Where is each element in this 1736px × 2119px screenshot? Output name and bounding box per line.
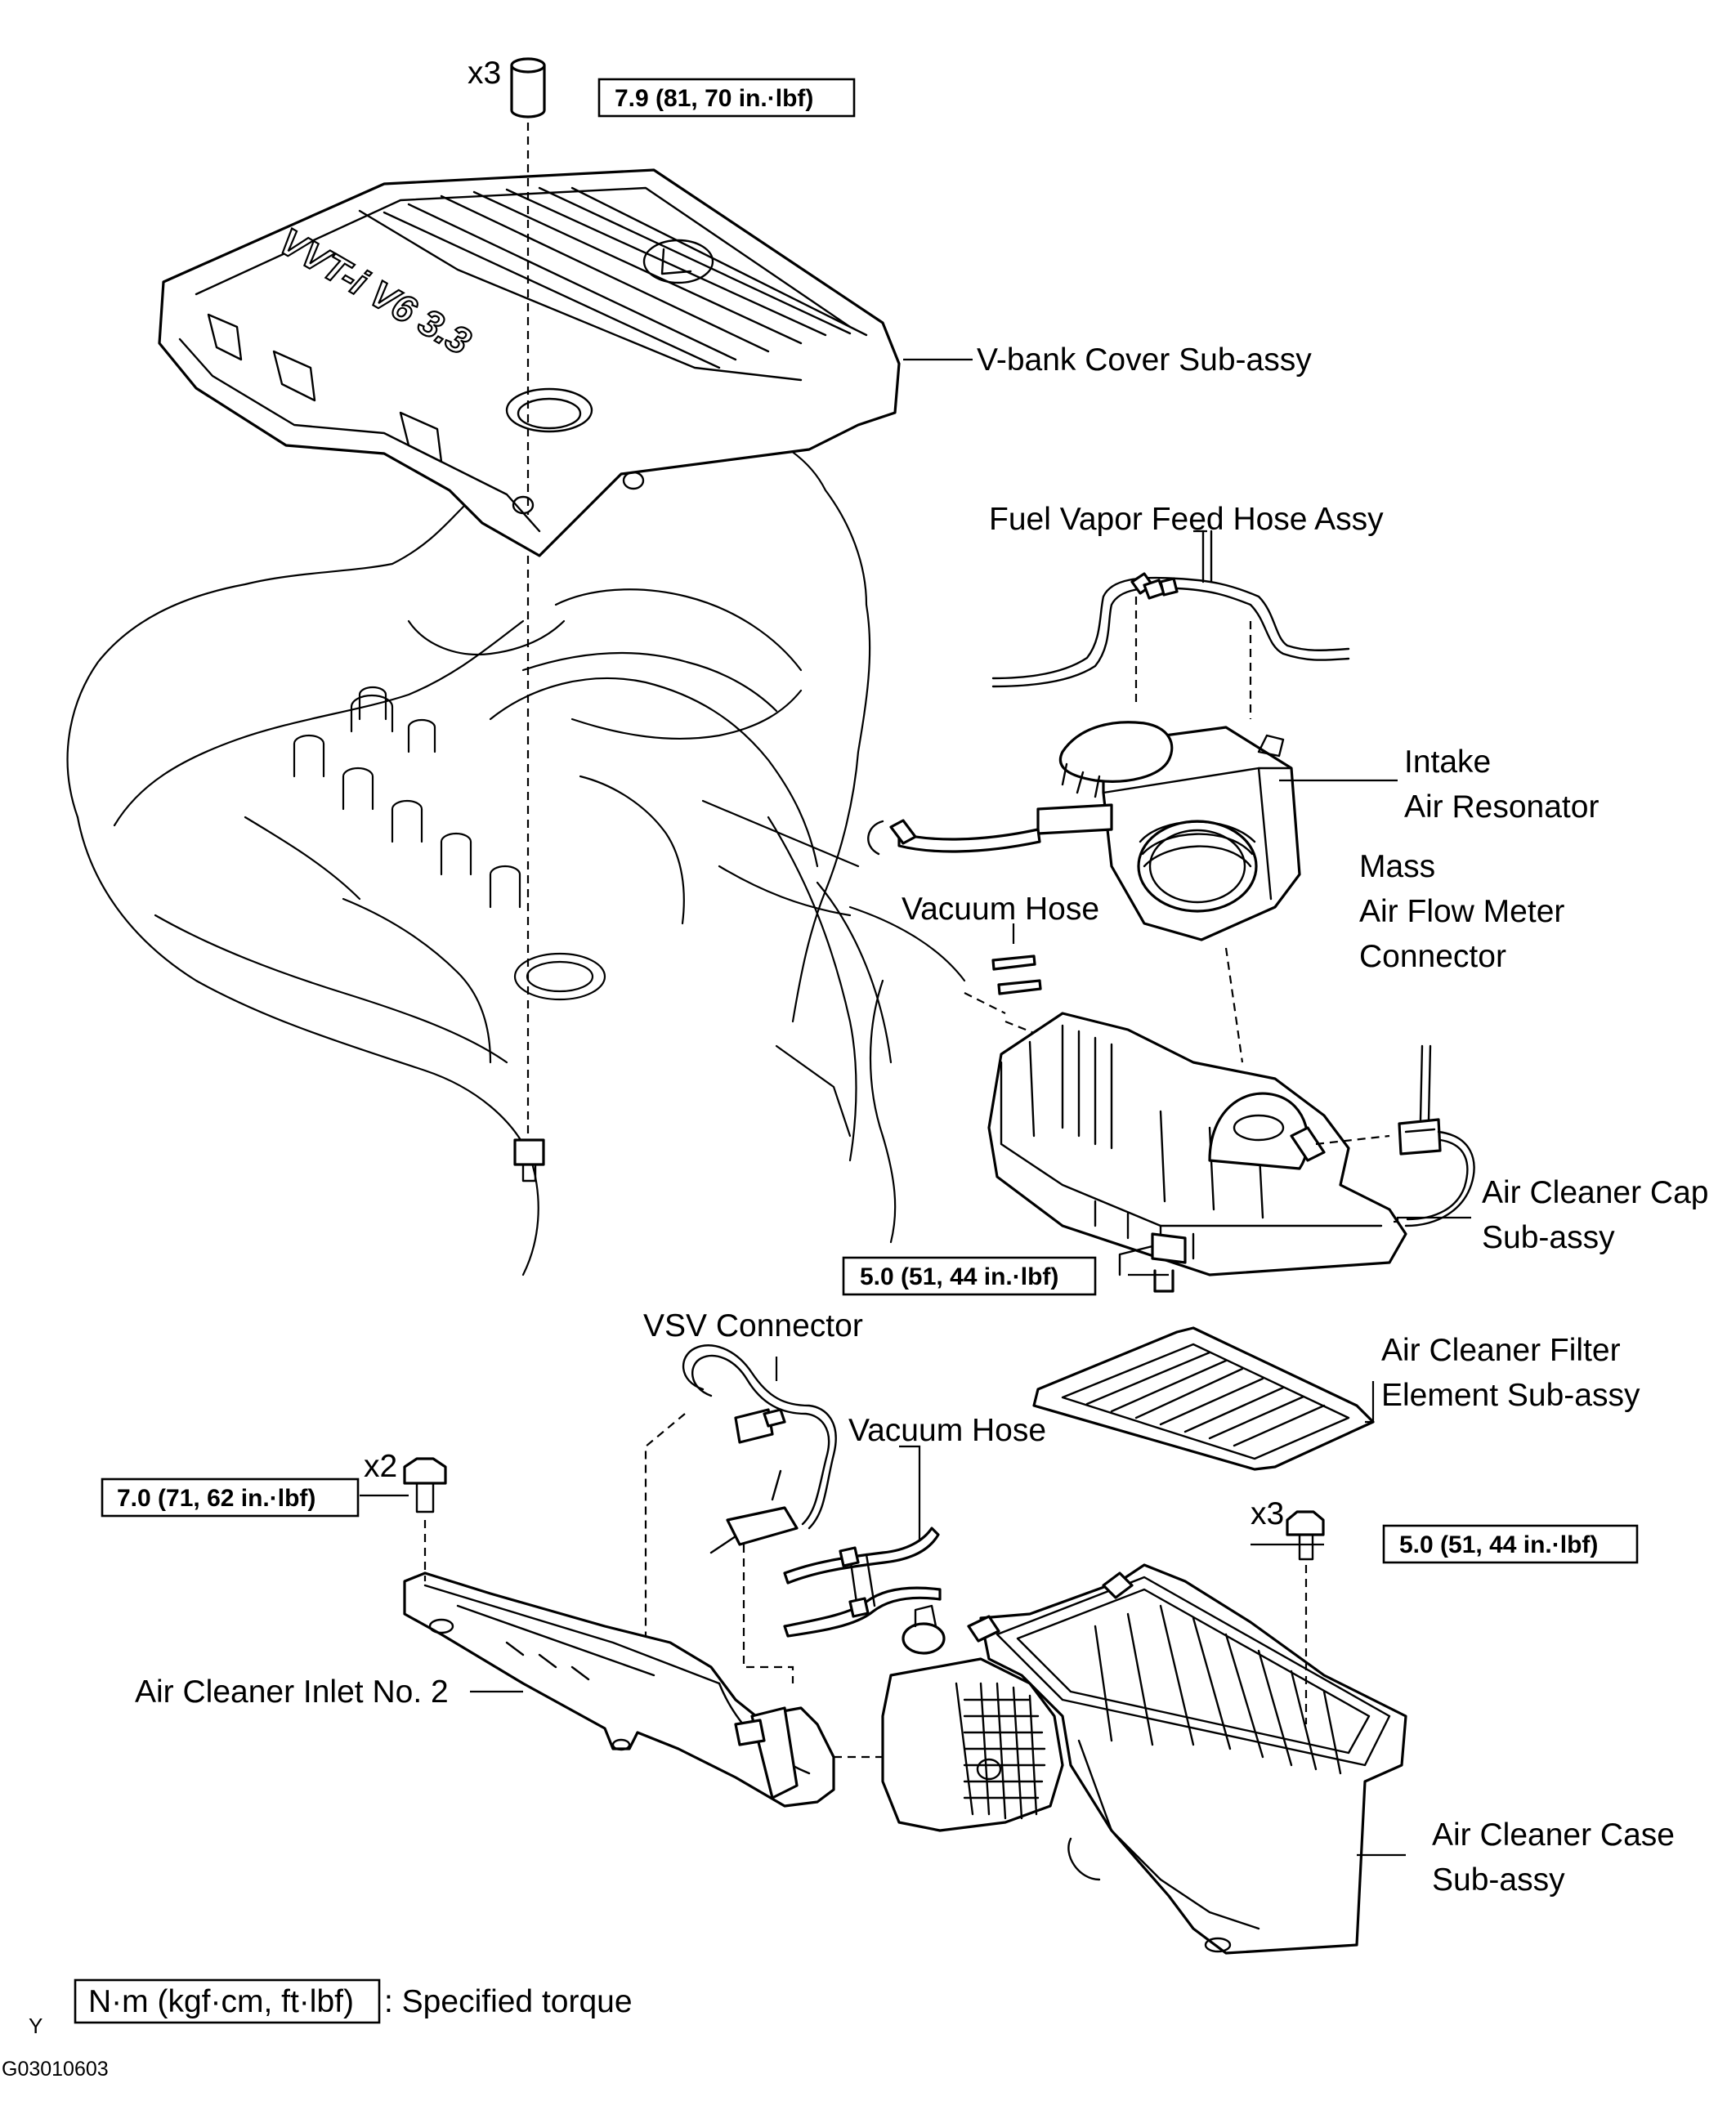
leader-lines (360, 358, 1471, 1857)
cover-spacer-part (510, 57, 546, 118)
fuel-vapor-hose-part (991, 530, 1350, 719)
air-cleaner-cap-part (987, 1012, 1407, 1276)
engine-outline (66, 419, 966, 1276)
vsv-guide-2 (742, 1545, 794, 1683)
label-maf-3: Connector (1359, 939, 1506, 974)
case-bolt (1286, 1510, 1325, 1561)
label-air-cleaner-filter-2: Element Sub-assy (1381, 1378, 1640, 1413)
label-air-cleaner-case-1: Air Cleaner Case (1432, 1817, 1675, 1853)
label-intake-resonator-1: Intake (1404, 744, 1491, 780)
torque-qty-case: x3 (1251, 1496, 1284, 1531)
inlet-bolt (403, 1457, 447, 1513)
torque-legend: N·m (kgf·cm, ft·lbf) : Specified torque (74, 1978, 633, 2024)
legend-box-text: N·m (kgf·cm, ft·lbf) (88, 1984, 354, 2019)
label-vacuum-hose-2: Vacuum Hose (848, 1413, 1046, 1448)
maf-connector-part (1398, 1044, 1475, 1227)
vacuum-hose-1-part (964, 954, 1047, 1039)
label-maf-1: Mass (1359, 849, 1435, 884)
torque-spec-inlet: x2 7.0 (71, 62 in.·lbf) (101, 1449, 397, 1518)
torque-value-top: 7.9 (81, 70 in.·lbf) (615, 85, 813, 112)
torque-qty-top: x3 (468, 56, 501, 91)
legend-description: : Specified torque (384, 1984, 633, 2019)
maf-connector-guide (1315, 1134, 1390, 1146)
case-intake-duct-part (881, 1604, 1064, 1832)
label-air-cleaner-case-2: Sub-assy (1432, 1862, 1565, 1898)
vsv-connector-part (682, 1344, 837, 1554)
resonator-guide (1224, 947, 1244, 1063)
intake-air-resonator-part (867, 721, 1301, 941)
label-air-cleaner-inlet: Air Cleaner Inlet No. 2 (135, 1674, 449, 1710)
cap-bolt (1153, 1269, 1174, 1293)
torque-qty-inlet: x2 (364, 1449, 397, 1484)
air-cleaner-case-part (967, 1563, 1407, 1955)
torque-spec-case: x3 5.0 (51, 44 in.·lbf) (1251, 1496, 1639, 1564)
cover-mount-bolt (513, 1138, 545, 1182)
torque-value-inlet: 7.0 (71, 62 in.·lbf) (117, 1485, 315, 1512)
part-labels: V-bank Cover Sub-assy Fuel Vapor Feed Ho… (135, 342, 1708, 1898)
label-fuel-vapor-hose: Fuel Vapor Feed Hose Assy (989, 502, 1384, 537)
torque-spec-cap: 5.0 (51, 44 in.·lbf) (842, 1256, 1097, 1296)
vacuum-hose-2-part (783, 1527, 942, 1638)
vsv-guide-1 (644, 1413, 686, 1708)
v-bank-cover-part: VVT-i V6 3.3 (158, 168, 901, 557)
label-vacuum-hose-1: Vacuum Hose (902, 892, 1099, 927)
label-v-bank-cover: V-bank Cover Sub-assy (977, 342, 1312, 378)
air-cleaner-inlet-part (403, 1571, 835, 1808)
label-air-cleaner-cap-2: Sub-assy (1482, 1220, 1615, 1255)
label-intake-resonator-2: Air Resonator (1404, 789, 1599, 825)
label-maf-2: Air Flow Meter (1359, 894, 1564, 929)
footer-code: G03010603 (2, 2058, 109, 2081)
label-air-cleaner-filter-1: Air Cleaner Filter (1381, 1333, 1621, 1368)
label-air-cleaner-cap-1: Air Cleaner Cap (1482, 1175, 1708, 1210)
air-cleaner-filter-part (1032, 1326, 1375, 1471)
torque-value-cap: 5.0 (51, 44 in.·lbf) (860, 1263, 1058, 1290)
torque-spec-top-cover: x3 7.9 (81, 70 in.·lbf) (468, 56, 856, 118)
label-vsv-connector: VSV Connector (643, 1308, 863, 1343)
footer-mark: Y (29, 2014, 43, 2038)
torque-value-case: 5.0 (51, 44 in.·lbf) (1399, 1531, 1598, 1558)
